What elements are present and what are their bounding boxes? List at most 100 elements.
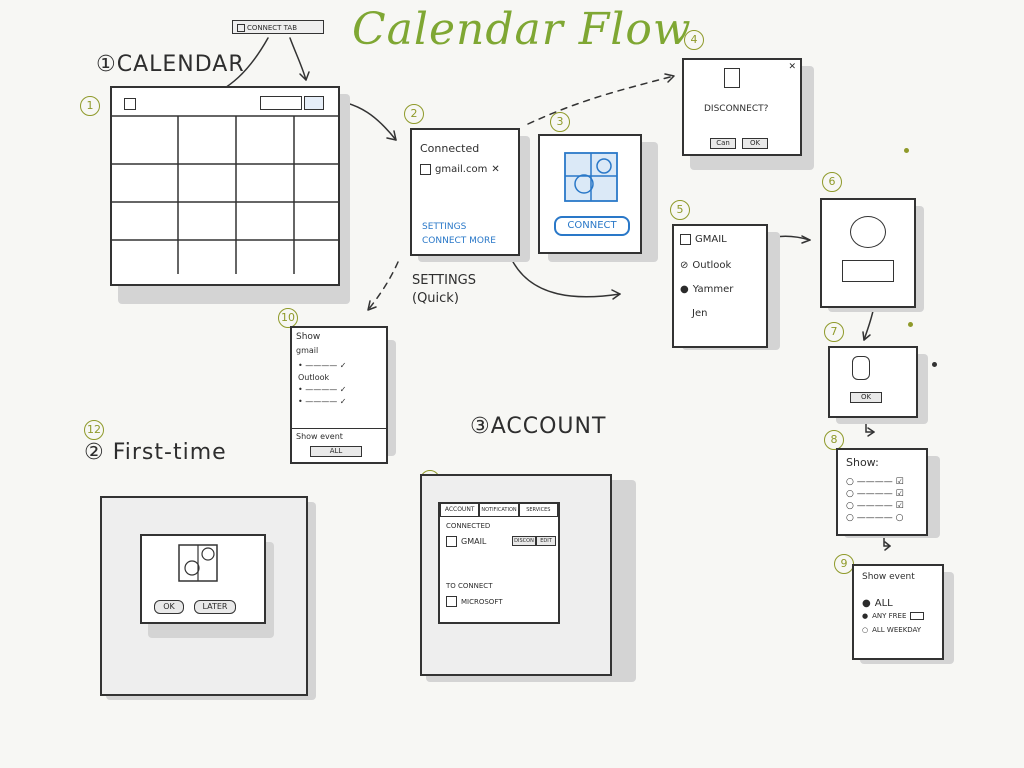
radio-all[interactable]: ● ALL <box>862 598 893 609</box>
quick-divider <box>292 428 386 429</box>
quick-rows: • ———— ✓ Outlook • ———— ✓ • ———— ✓ <box>298 360 378 408</box>
step-number-8: 8 <box>824 430 844 450</box>
calendar-grid <box>112 115 338 274</box>
first-time-frame: OK LATER <box>100 496 308 696</box>
disconnect-dialog: ✕ DISCONNECT? Can OK <box>682 58 802 156</box>
arrow-tab-to-button <box>289 37 307 81</box>
first-time-ok-button[interactable]: OK <box>154 600 184 614</box>
list-item[interactable]: ○ ———— ○ <box>846 513 904 523</box>
microsoft-checkbox[interactable] <box>446 596 457 607</box>
arrow-to-disconnect <box>527 75 675 125</box>
radio-all-weekday[interactable]: ○ ALL WEEKDAY <box>862 626 922 634</box>
popup-connected: Connected gmail.com ✕ SETTINGS CONNECT M… <box>410 128 520 256</box>
quick-show-label: Show <box>296 332 321 342</box>
step7-icon <box>852 356 870 380</box>
popup-connect: CONNECT <box>538 134 642 254</box>
connect-tab-button[interactable] <box>304 96 324 110</box>
step6-frame <box>820 198 916 308</box>
radio-icon: ○ <box>862 626 869 634</box>
quick-show-event-label: Show event <box>296 432 343 441</box>
quick-all-select[interactable]: ALL <box>310 446 362 457</box>
calendar-icon <box>237 24 245 32</box>
account-edit-button[interactable]: EDIT <box>536 536 556 546</box>
connect-button[interactable]: CONNECT <box>554 216 630 236</box>
step-number-10: 10 <box>278 308 298 328</box>
radio-icon: ● <box>862 612 869 620</box>
tab-notification[interactable]: NOTIFICATION <box>479 503 519 517</box>
connect-illustration <box>564 152 618 202</box>
step-number-2: 2 <box>404 104 424 124</box>
section-calendar-label: ①CALENDAR <box>96 52 245 77</box>
remove-icon[interactable]: ✕ <box>491 164 500 175</box>
list-item[interactable]: • ———— ✓ <box>298 385 347 394</box>
radio-selected-icon: ● <box>862 598 871 609</box>
disconnect-ok-button[interactable]: OK <box>742 138 768 149</box>
step9-field[interactable] <box>910 612 925 620</box>
tab-account[interactable]: ACCOUNT <box>440 503 480 517</box>
list-item[interactable]: Outlook <box>298 373 330 382</box>
service-row[interactable]: GMAIL <box>680 234 727 245</box>
arrow-to-quick-settings <box>367 261 399 311</box>
page-title: Calendar Flow <box>352 4 692 55</box>
email-checkbox[interactable] <box>420 164 431 175</box>
account-panel: ACCOUNT NOTIFICATION SERVICES CONNECTED … <box>438 502 560 624</box>
step8-rows: ○ ———— ☑ ○ ———— ☑ ○ ———— ☑ ○ ———— ○ <box>846 476 918 524</box>
outlook-icon: ⊘ <box>680 260 689 271</box>
account-microsoft-row[interactable]: MICROSOFT <box>446 596 503 607</box>
list-item[interactable]: ○ ———— ☑ <box>846 489 904 499</box>
step-number-7: 7 <box>824 322 844 342</box>
step9-frame: Show event ● ALL ● ANY FREE ○ ALL WEEKDA… <box>852 564 944 660</box>
settings-quick-label: SETTINGS (Quick) <box>412 273 477 306</box>
account-tabs: ACCOUNT NOTIFICATION SERVICES <box>440 503 558 517</box>
list-item[interactable]: • ———— ✓ <box>298 397 347 406</box>
list-item[interactable]: • ———— ✓ <box>298 361 347 370</box>
sketch-dot <box>904 148 909 153</box>
services-list: GMAIL ⊘ Outlook ● Yammer Jen <box>672 224 768 348</box>
section-account-label: ③ACCOUNT <box>470 414 607 439</box>
step-number-12: 12 <box>84 420 104 440</box>
arrow-to-services <box>509 255 621 298</box>
disconnect-cancel-button[interactable]: Can <box>710 138 736 149</box>
step8-label: Show: <box>846 456 879 469</box>
disconnect-label: DISCONNECT? <box>704 104 769 114</box>
first-time-later-button[interactable]: LATER <box>194 600 236 614</box>
connect-more-link[interactable]: CONNECT MORE <box>422 236 496 246</box>
connected-label: Connected <box>420 142 480 155</box>
step9-label: Show event <box>862 572 915 582</box>
list-item[interactable]: ○ ———— ☑ <box>846 477 904 487</box>
step-number-3: 3 <box>550 112 570 132</box>
calendar-x-icon <box>724 68 740 88</box>
account-connected-label: CONNECTED <box>446 522 491 530</box>
user-avatar-icon <box>850 216 886 248</box>
gmail-checkbox[interactable] <box>446 536 457 547</box>
dialog-close-icon[interactable]: ✕ <box>788 62 796 72</box>
step-number-4: 4 <box>684 30 704 50</box>
service-row[interactable]: Jen <box>692 308 708 319</box>
quick-settings-panel: Show gmail • ———— ✓ Outlook • ———— ✓ • —… <box>290 326 388 464</box>
sketch-dot <box>932 362 937 367</box>
step7-frame: OK <box>828 346 918 418</box>
step-number-1: 1 <box>80 96 100 116</box>
calendar-back-button[interactable] <box>124 98 136 110</box>
first-time-dialog: OK LATER <box>140 534 266 624</box>
account-disconnect-button[interactable]: DISCON <box>512 536 536 546</box>
service-row[interactable]: ● Yammer <box>680 284 734 295</box>
service-row[interactable]: ⊘ Outlook <box>680 260 732 271</box>
list-item[interactable]: ○ ———— ☑ <box>846 501 904 511</box>
settings-link[interactable]: SETTINGS <box>422 222 467 232</box>
step-number-5: 5 <box>670 200 690 220</box>
tab-services[interactable]: SERVICES <box>518 503 558 517</box>
gmail-checkbox[interactable] <box>680 234 691 245</box>
connected-email-row: gmail.com ✕ <box>420 164 500 175</box>
sketch-dot <box>908 322 913 327</box>
arrow-7-to-8 <box>865 419 875 433</box>
step7-ok-button[interactable]: OK <box>850 392 882 403</box>
account-frame: ACCOUNT NOTIFICATION SERVICES CONNECTED … <box>420 474 612 676</box>
quick-gmail-label: gmail <box>296 346 319 355</box>
step6-input[interactable] <box>842 260 894 282</box>
section-first-time-label: ② First-time <box>84 440 227 465</box>
step8-frame: Show: ○ ———— ☑ ○ ———— ☑ ○ ———— ☑ ○ ———— … <box>836 448 928 536</box>
account-gmail-row: GMAIL <box>446 536 486 547</box>
view-toggle-button[interactable] <box>260 96 302 110</box>
radio-any-free[interactable]: ● ANY FREE <box>862 612 925 620</box>
